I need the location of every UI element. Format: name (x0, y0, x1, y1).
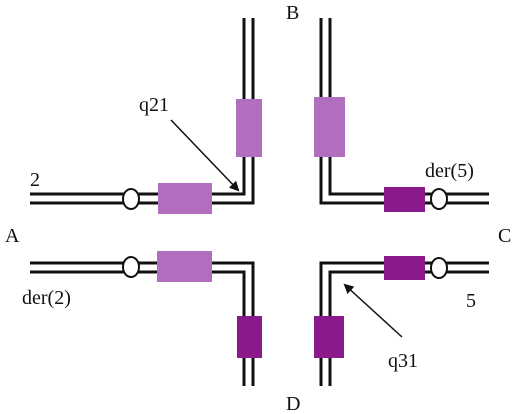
arm-bottom-right-horizontal-segment (384, 256, 425, 280)
label-north: B (286, 2, 299, 24)
arm-top-right-vertical-segment (314, 97, 345, 157)
arm-top-left-inner-line (30, 18, 255, 205)
arm-bottom-right-centromere (430, 257, 448, 279)
arm-top-left-horizontal-segment (158, 183, 212, 214)
label-west-bottom: der(2) (22, 287, 71, 309)
arm-bottom-left-horizontal-segment (157, 251, 212, 282)
label-pointer-q21: q21 (139, 94, 169, 116)
label-east-bottom-number: 5 (466, 290, 476, 312)
arm-top-left-vertical-segment (236, 99, 262, 157)
arm-top-left-outer-line (30, 18, 246, 196)
arm-bottom-right-vertical-segment (314, 316, 344, 358)
arm-top-left-centromere (122, 188, 140, 210)
arm-bottom-left-vertical-segment (237, 316, 262, 358)
label-pointer-q31: q31 (388, 350, 418, 372)
label-west: A (5, 225, 20, 247)
arm-top-right-centromere (430, 188, 448, 210)
label-south: D (286, 393, 300, 414)
arm-top-right (314, 18, 489, 212)
arm-top-left (30, 18, 262, 214)
arm-top-right-horizontal-segment (384, 187, 425, 212)
label-west-top-number: 2 (30, 169, 40, 191)
arm-bottom-left-centromere (122, 256, 140, 278)
pointer-arrow-q21 (170, 119, 240, 192)
arm-bottom-right (314, 256, 489, 386)
label-east-top: der(5) (425, 160, 474, 182)
arm-bottom-left (30, 251, 262, 386)
label-east: C (498, 225, 511, 247)
pointer-arrow-q31 (343, 283, 403, 338)
arm-bottom-left-outer-line (30, 261, 255, 386)
